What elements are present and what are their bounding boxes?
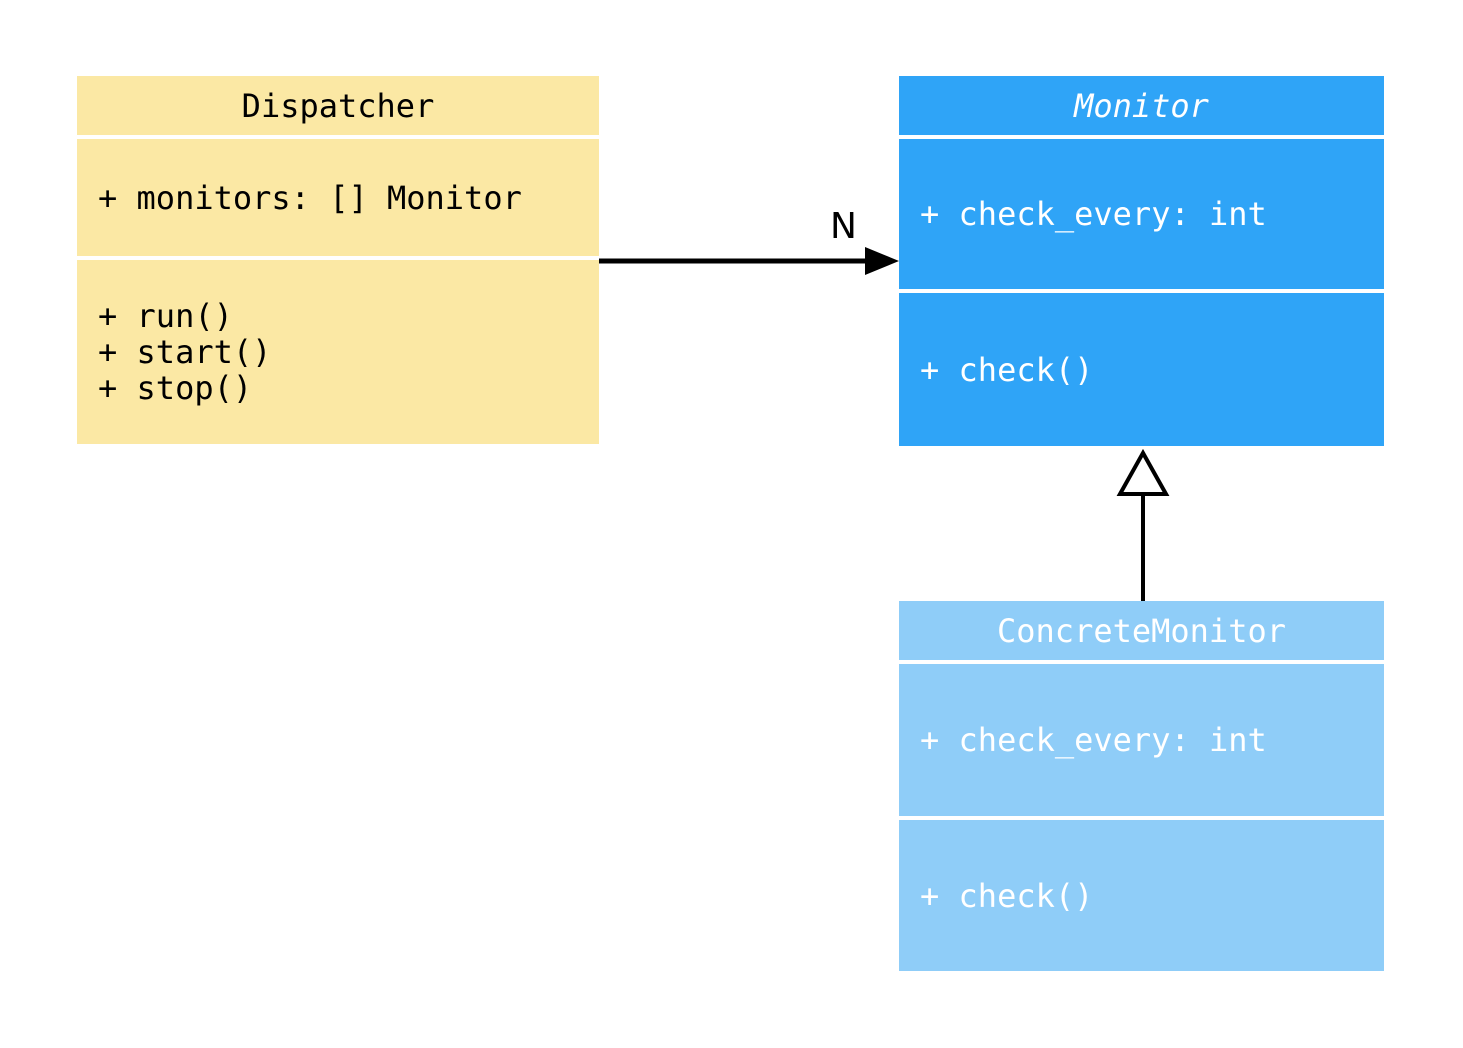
attribute-row: + monitors: [] Monitor [98,178,522,217]
attributes-section-concrete-monitor: + check_every: int [899,664,1384,816]
methods-section-monitor: + check() [899,293,1384,446]
inheritance-triangle-icon [1116,448,1170,496]
method-row: + stop() [98,369,253,407]
methods-section-concrete-monitor: + check() [899,820,1384,971]
attributes-section-dispatcher: + monitors: [] Monitor [77,139,599,256]
methods-section-dispatcher: + run() + start() + stop() [77,260,599,444]
method-row: + run() [98,297,233,335]
method-row: + check() [920,350,1094,389]
class-box-dispatcher: Dispatcher + monitors: [] Monitor + run(… [77,76,599,444]
class-title-concrete-monitor: ConcreteMonitor [899,601,1384,660]
method-row: + check() [920,876,1094,915]
association-multiplicity-label: N [830,206,857,247]
attribute-row: + check_every: int [920,195,1267,233]
association-arrowhead-icon [865,247,899,275]
attributes-section-monitor: + check_every: int [899,139,1384,289]
class-title-dispatcher: Dispatcher [77,76,599,135]
class-box-concrete-monitor: ConcreteMonitor + check_every: int + che… [899,601,1384,971]
class-box-monitor: Monitor + check_every: int + check() [899,76,1384,446]
method-row: + start() [98,333,272,371]
attribute-row: + check_every: int [920,721,1267,759]
class-title-monitor: Monitor [899,76,1384,135]
